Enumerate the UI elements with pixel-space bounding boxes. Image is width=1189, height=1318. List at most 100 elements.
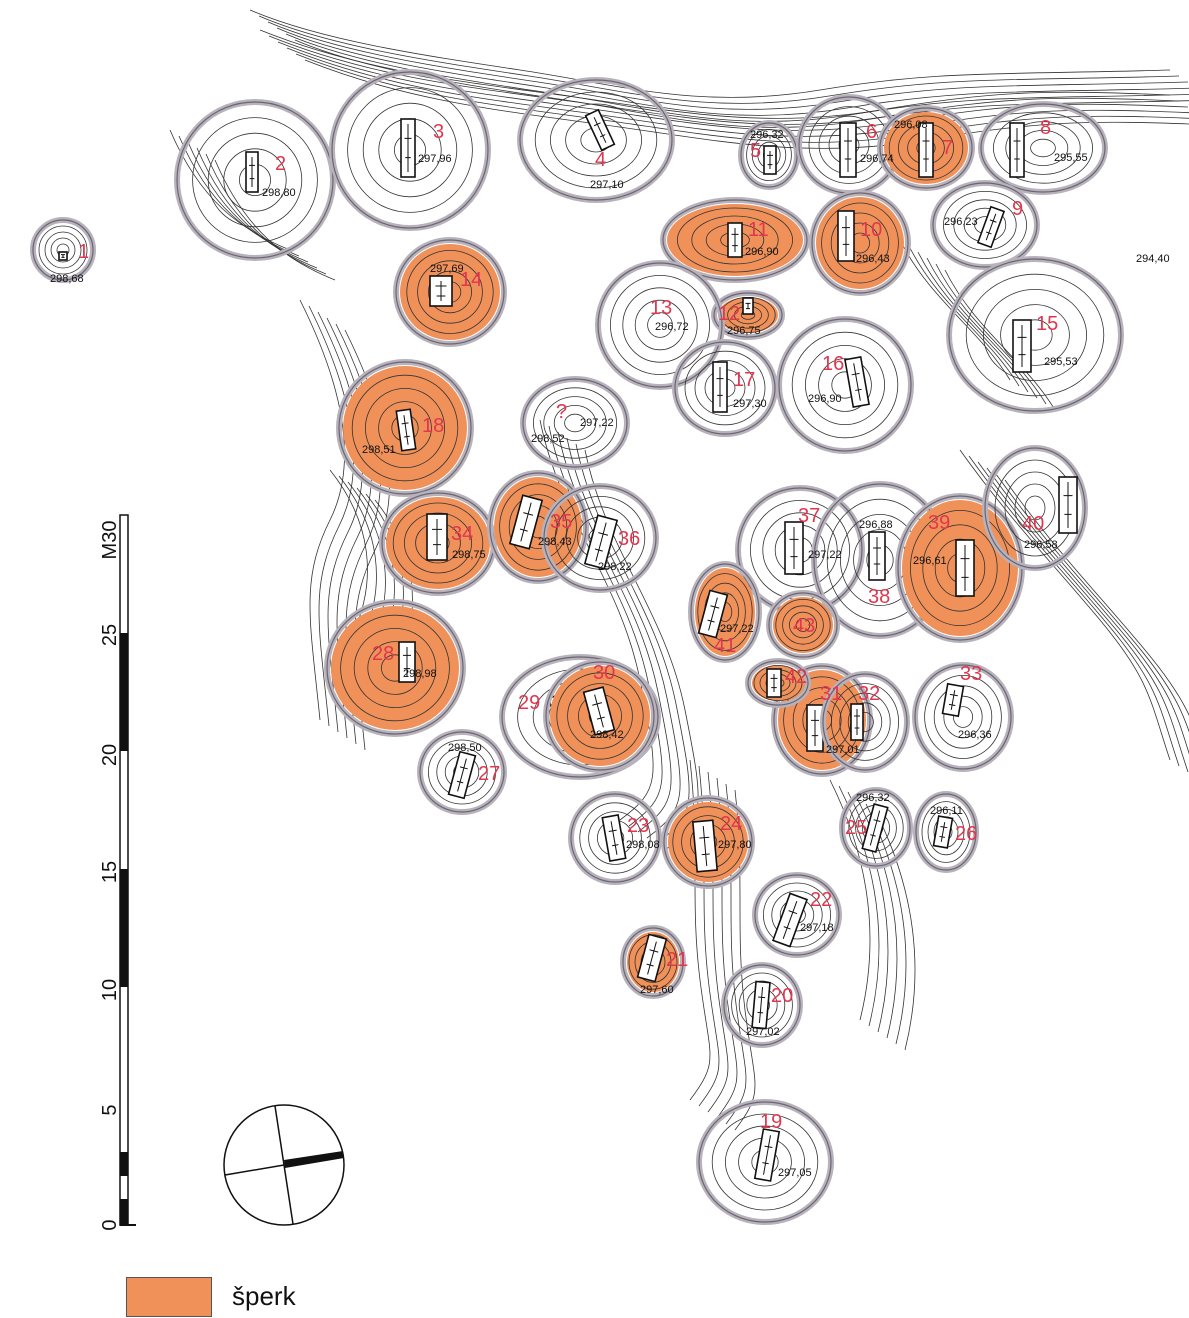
mound-contour <box>340 614 450 722</box>
contour-line <box>249 9 1171 98</box>
mound-ring-outline <box>932 182 1038 268</box>
elevation-label: 297,96 <box>418 153 452 165</box>
skeleton-drawing <box>948 690 958 710</box>
contour-line <box>995 473 1189 733</box>
contour-line <box>926 257 1038 399</box>
mound-contour <box>44 231 82 269</box>
mound-contour <box>763 882 832 948</box>
mound-43 <box>766 590 840 660</box>
contour-line <box>178 135 300 257</box>
elevation-label: 296,36 <box>958 729 992 741</box>
elevation-label: 296,61 <box>913 555 947 567</box>
skeleton-drawing <box>854 709 860 735</box>
mound-contour <box>831 683 900 761</box>
mound-ring-outline <box>570 793 660 883</box>
elevation-label: 297,22 <box>580 417 614 429</box>
elevation-label: 296,90 <box>808 393 842 405</box>
contour-line <box>847 791 889 1033</box>
mound-contour <box>746 128 792 181</box>
elevation-label: 296,58 <box>1024 539 1058 551</box>
contour-line <box>299 299 345 721</box>
mound-contour <box>821 202 899 284</box>
mound-number: 25 <box>845 817 867 839</box>
mound-contour <box>556 672 644 760</box>
mound-contour <box>731 972 793 1038</box>
mound-number: 8 <box>1040 117 1051 139</box>
contour-line <box>959 449 1171 761</box>
mound-17 <box>672 339 778 437</box>
mound-contour <box>694 359 756 416</box>
mound-contour <box>566 506 635 570</box>
elevation-label: 296,74 <box>860 153 894 165</box>
mound-ring-outline <box>811 192 909 294</box>
mound-contour <box>207 132 303 228</box>
mound-contour <box>364 387 445 468</box>
skeleton-drawing <box>699 826 710 866</box>
mound-36 <box>541 483 659 593</box>
skeleton-drawing <box>403 647 411 677</box>
contour-line <box>968 455 1180 767</box>
mound-ring-outline <box>326 601 464 735</box>
elevation-label: 298,80 <box>262 187 296 199</box>
mound-contour <box>588 811 642 865</box>
mound-number: 40 <box>1022 513 1044 535</box>
mound-ring-outline <box>841 789 911 867</box>
skeleton-drawing <box>842 216 850 256</box>
scale-tick-label: 20 <box>99 744 121 766</box>
elevation-label: 297,22 <box>808 549 842 561</box>
mound-number: 37 <box>798 505 820 527</box>
mound-number: 33 <box>960 663 982 685</box>
mound-contour <box>427 270 472 314</box>
contour-line <box>286 47 1189 137</box>
elevation-label: 296,08 <box>894 119 928 131</box>
mound-contour <box>943 190 1028 259</box>
mound-contour <box>223 148 287 212</box>
elevation-label: 298,42 <box>590 729 624 741</box>
mound-ring-outline <box>914 664 1012 770</box>
mound-ring-outline <box>822 673 908 771</box>
elevation-label: 296,32 <box>750 129 784 141</box>
scale-tick-label: M30 <box>99 521 121 560</box>
mound-ring-outline <box>545 661 655 771</box>
mound-number: ? <box>556 401 567 423</box>
mound-contour <box>362 102 458 198</box>
mound-number: 9 <box>1012 198 1023 220</box>
skeleton-drawing <box>851 363 862 401</box>
mound-contour <box>725 1125 806 1199</box>
elevation-label: 296,11 <box>930 805 963 817</box>
mound-contour <box>508 494 568 560</box>
skeleton-drawing <box>762 1135 773 1175</box>
mound-number: 23 <box>627 815 649 837</box>
mound-contour <box>993 112 1094 184</box>
mounds-layer <box>30 69 1124 1225</box>
mound-number: 2 <box>275 153 286 175</box>
skeleton-drawing <box>432 519 442 555</box>
elevation-label: 298,51 <box>362 444 396 456</box>
mound-contour <box>943 695 983 739</box>
skeleton-drawing <box>844 128 852 172</box>
mound-ring-outline <box>338 361 472 495</box>
mound-contour <box>647 312 673 338</box>
mound-contour <box>378 401 432 455</box>
mound-contour <box>927 808 965 856</box>
mound-contour <box>564 413 586 433</box>
mound-number: 7 <box>942 137 953 159</box>
elevation-label: 298,68 <box>50 273 84 285</box>
mound-contour <box>1000 304 1070 366</box>
mound-27 <box>417 729 507 815</box>
contour-line <box>908 245 1020 387</box>
skeleton-drawing <box>811 710 819 746</box>
mound-number: 36 <box>618 528 640 550</box>
elevation-label: 294,40 <box>1136 253 1170 265</box>
contour-line <box>977 461 1189 773</box>
mound-ring-outline <box>754 874 840 956</box>
mound-ring-outline <box>419 731 505 813</box>
elevation-label: 297,69 <box>430 263 464 275</box>
elevation-label: 296,72 <box>655 321 689 333</box>
skeleton-drawing <box>456 758 468 792</box>
skeleton-drawing <box>985 213 997 241</box>
jewelry-fill <box>773 597 833 653</box>
mound-number: 21 <box>666 949 688 971</box>
mound-ring-outline <box>984 447 1086 569</box>
mound-25 <box>839 787 913 869</box>
